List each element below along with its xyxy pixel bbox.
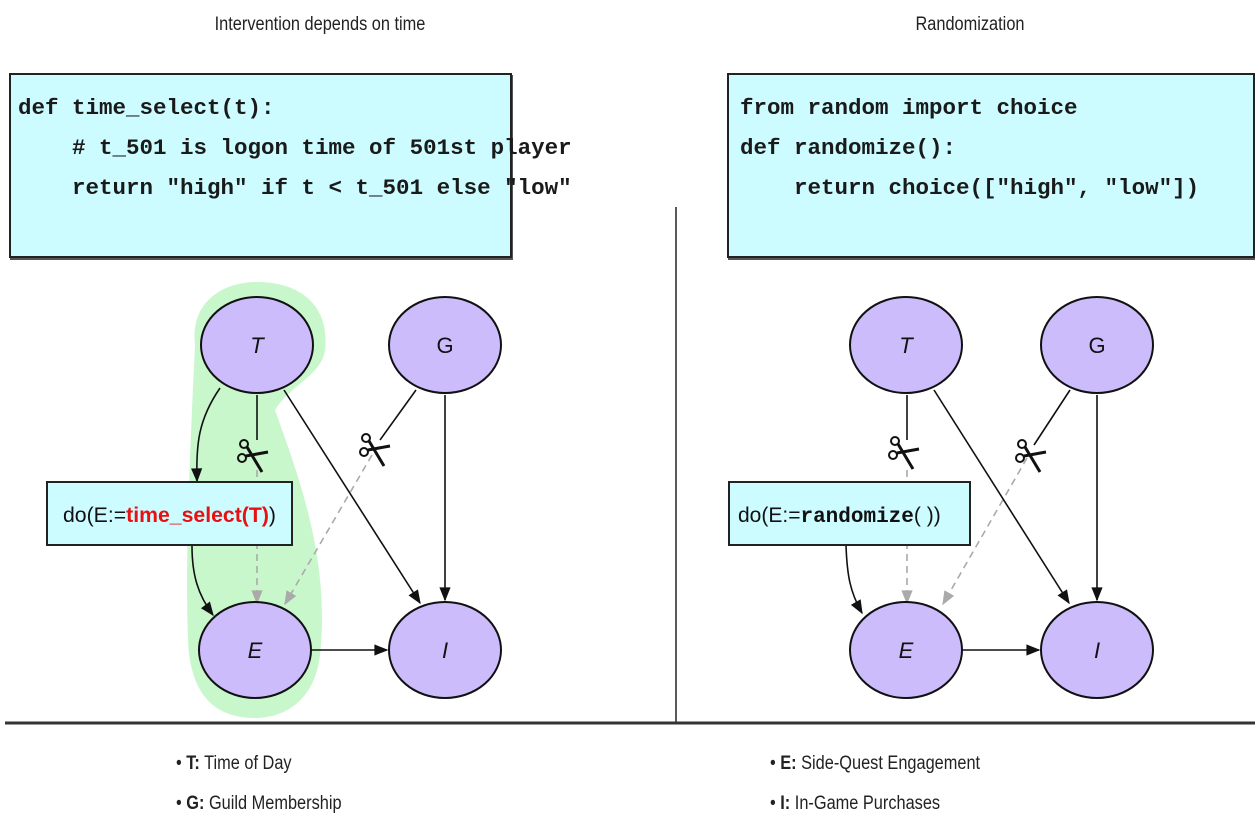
svg-text:do(E:=randomize( )): do(E:=randomize( ))	[738, 504, 941, 529]
legend-key: I:	[780, 793, 791, 814]
node-label: I	[1094, 638, 1100, 663]
edge-T-to-E-intervention	[191, 387, 221, 483]
scissors-icon	[888, 436, 920, 470]
edge-intervention-to-E	[845, 544, 863, 615]
scissors-icon	[1015, 439, 1047, 473]
intervention-function: time_select(T)	[126, 504, 269, 527]
node-T: T	[200, 296, 314, 394]
left-intervention-box: do(E:=time_select(T))	[46, 481, 293, 546]
legend-item-G: • G: Guild Membership	[176, 793, 342, 814]
left-code-box	[9, 73, 512, 258]
node-label: I	[442, 638, 448, 663]
scissors-icon	[237, 439, 269, 473]
legend-item-I: • I: In-Game Purchases	[770, 793, 941, 814]
node-label: G	[436, 333, 453, 358]
intervention-prefix: do(E:=	[63, 504, 126, 527]
right-edges	[845, 389, 1103, 656]
scissors-icon	[359, 433, 391, 467]
legend-label: In-Game Purchases	[790, 793, 941, 814]
legend-label: Guild Membership	[204, 793, 342, 814]
right-panel-title: Randomization	[915, 14, 1025, 35]
legend-key: T:	[186, 753, 200, 774]
code-line: def randomize():	[740, 135, 957, 161]
node-E: E	[198, 601, 312, 699]
legend-key: E:	[780, 753, 797, 774]
code-line: return "high" if t < t_501 else "low"	[18, 175, 572, 201]
svg-text:do(E:=time_select(T)): do(E:=time_select(T))	[63, 504, 276, 527]
node-I: I	[388, 601, 502, 699]
edge-G-to-E-cut-solid	[379, 389, 417, 441]
edge-intervention-to-E	[191, 545, 214, 617]
code-line: from random import choice	[740, 95, 1078, 121]
intervention-prefix: do(E:=	[738, 504, 800, 527]
intervention-suffix: )	[269, 504, 276, 527]
right-intervention-box: do(E:=randomize( ))	[728, 481, 971, 546]
node-T: T	[849, 296, 963, 394]
node-I: I	[1040, 601, 1154, 699]
node-G: G	[388, 296, 502, 394]
edge-T-to-I	[933, 389, 1070, 605]
legend-item-T: • T: Time of Day	[176, 753, 292, 774]
code-line: def time_select(t):	[18, 95, 275, 121]
node-label: G	[1088, 333, 1105, 358]
legend-item-E: • E: Side-Quest Engagement	[770, 753, 981, 774]
legend-label: Side-Quest Engagement	[796, 753, 981, 774]
edge-G-to-E-cut-solid	[1033, 389, 1071, 446]
node-E: E	[849, 601, 963, 699]
edge-G-to-E-cut-dashed	[284, 454, 373, 606]
intervention-function: randomize	[800, 506, 913, 529]
right-code-box	[727, 73, 1255, 258]
edge-T-to-I	[283, 389, 421, 605]
node-label: T	[250, 333, 265, 358]
legend-key: G:	[186, 793, 205, 814]
node-label: E	[248, 638, 263, 663]
legend-label: Time of Day	[199, 753, 292, 774]
node-G: G	[1040, 296, 1154, 394]
node-label: T	[899, 333, 914, 358]
left-edges	[191, 387, 451, 656]
code-line: return choice(["high", "low"])	[740, 175, 1200, 201]
intervention-suffix: ( ))	[914, 504, 941, 527]
left-panel-title: Intervention depends on time	[214, 14, 426, 35]
right-code-block: from random import choice def randomize(…	[740, 95, 1255, 245]
left-code-block: def time_select(t): # t_501 is logon tim…	[18, 95, 638, 245]
node-label: E	[899, 638, 914, 663]
edge-G-to-E-cut-dashed	[942, 457, 1028, 606]
code-line: # t_501 is logon time of 501st player	[18, 135, 572, 161]
